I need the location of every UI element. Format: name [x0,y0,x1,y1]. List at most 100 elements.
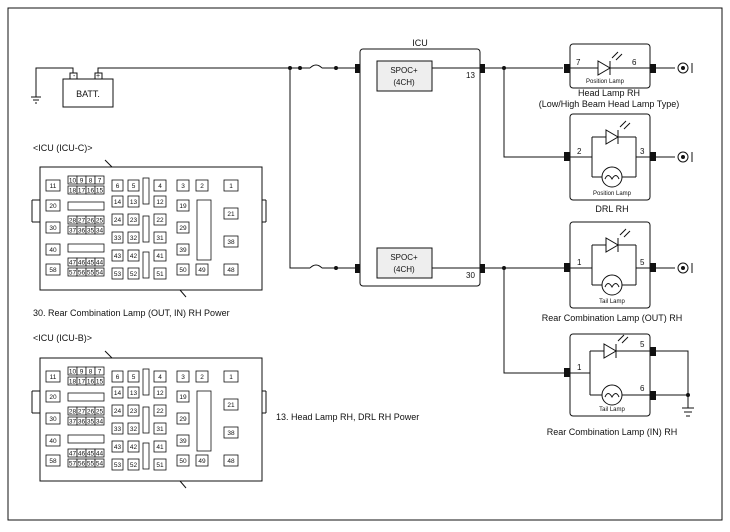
pin-label: 26 [87,409,95,416]
pin-label: 7 [98,369,102,376]
pin-label: 48 [227,267,235,274]
pin-label: 52 [130,462,138,469]
rcl-in-title: Rear Combination Lamp (IN) RH [547,427,678,437]
pin-label: 20 [49,203,57,210]
svg-text:6: 6 [632,58,637,67]
pin-label: 13 [130,199,138,206]
pin-label: 31 [156,426,164,433]
pin-label: 13 [130,390,138,397]
svg-text:Tail Lamp: Tail Lamp [599,407,625,413]
pin-label: 23 [130,217,138,224]
pin-label: 1 [229,374,233,381]
pin-label: 6 [116,183,120,190]
spoc-bottom: SPOC+ (4CH) 30 [376,247,480,280]
pin-label: 50 [179,458,187,465]
svg-text:13: 13 [466,71,475,80]
pin-label: 28 [69,409,77,416]
icu-module: ICU SPOC+ (4CH) 13 SPOC+ (4CH) 30 [355,38,485,287]
pin-label: 8 [89,369,93,376]
pin-label: 46 [78,451,86,458]
pin-label: 16 [87,379,95,386]
pin-label: 3 [181,183,185,190]
pin-label: 18 [69,188,77,195]
pin-label: 21 [227,211,235,218]
led-icon [605,237,619,253]
pin-label: 19 [179,394,187,401]
note-30: 30. Rear Combination Lamp (OUT, IN) RH P… [33,308,230,318]
pin-label: 17 [78,188,86,195]
pin-label: 38 [227,239,235,246]
pin-label: 18 [69,379,77,386]
pin-label: 47 [69,451,77,458]
pin-label: 49 [198,458,206,465]
head-lamp-subtitle: (Low/High Beam Head Lamp Type) [539,99,679,109]
svg-text:2: 2 [577,147,582,156]
pin-label: 38 [227,430,235,437]
pin-label: 43 [114,444,122,451]
pin-label: 41 [156,253,164,260]
pin-label: 42 [130,444,138,451]
pin-label: 37 [69,419,77,426]
spoc-top: SPOC+ (4CH) 13 [376,60,480,92]
pin-label: 3 [181,374,185,381]
pin-label: 33 [114,426,122,433]
pin-label: 16 [87,188,95,195]
connector-b-title: <ICU (ICU-B)> [33,333,92,343]
pin-label: 9 [80,369,84,376]
pin-label: 40 [49,438,57,445]
pin-label: 47 [69,260,77,267]
pin-label: 35 [87,228,95,235]
rear-combination-lamp-in-rh: 1 5 6 Tail Lamp Rear Combination Lamp (I… [547,333,694,437]
svg-text:1: 1 [577,258,582,267]
connector-c-title: <ICU (ICU-C)> [33,143,93,153]
svg-text:Position Lamp: Position Lamp [593,191,632,197]
pin-label: 11 [50,183,57,190]
led-icon [597,60,611,76]
svg-text:+: + [96,73,100,80]
head-lamp-rh: 7 6 Position Lamp Head Lamp RH (Low/High… [539,43,693,109]
pin-label: 21 [227,402,235,409]
pin-label: 30 [49,416,57,423]
battery: - + BATT. [31,67,290,108]
pin-label: 57 [69,461,77,468]
pin-label: 39 [179,438,187,445]
pin-label: 2 [200,374,204,381]
fuse-icon [309,264,323,269]
pin-label: 29 [179,225,187,232]
pin-label: 51 [156,271,164,278]
led-icon [603,343,617,359]
svg-text:3: 3 [640,147,645,156]
pin-label: 35 [87,419,95,426]
pin-label: 10 [69,178,77,185]
svg-text:1: 1 [577,363,582,372]
pin-label: 29 [179,416,187,423]
svg-text:(4CH): (4CH) [393,78,415,87]
pin-label: 10 [69,369,77,376]
icu-title: ICU [412,38,428,48]
bulb-icon [601,384,623,406]
pin-label: 32 [130,235,138,242]
svg-text:-: - [73,73,76,80]
pin-label: 41 [156,444,164,451]
pin-label: 58 [49,458,57,465]
pin-label: 58 [49,267,57,274]
fuse-icon [309,64,323,69]
output-wires [485,66,570,374]
pin-label: 39 [179,247,187,254]
pin-label: 36 [78,228,86,235]
pin-label: 17 [78,379,86,386]
svg-text:Position Lamp: Position Lamp [586,79,625,85]
bulb-icon [601,274,623,296]
pin-label: 55 [87,270,95,277]
pin-label: 12 [156,199,164,206]
pin-label: 42 [130,253,138,260]
pin-label: 52 [130,271,138,278]
pin-label: 22 [156,217,164,224]
svg-text:6: 6 [640,384,645,393]
pin-label: 20 [49,394,57,401]
svg-text:SPOC+: SPOC+ [390,66,418,75]
head-lamp-title: Head Lamp RH [578,88,640,98]
svg-text:(4CH): (4CH) [393,265,415,274]
pin-label: 11 [50,374,57,381]
